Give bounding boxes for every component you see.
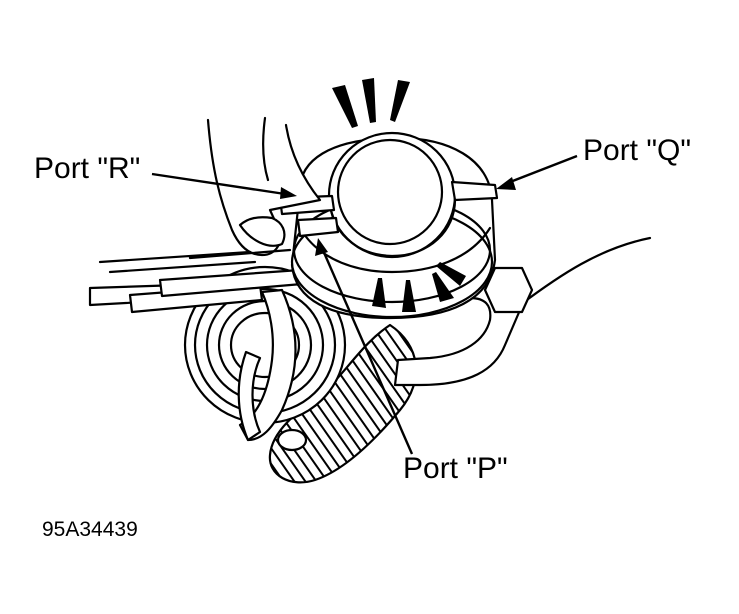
emphasis-marks-top: [332, 78, 410, 128]
label-port-r: Port "R": [34, 152, 141, 185]
leader-lines: [151, 154, 578, 455]
left-hoses: [88, 268, 304, 442]
port-p-tube: [296, 216, 340, 238]
leader-port-r: [151, 172, 286, 196]
hose-lines: [98, 248, 292, 274]
arrowhead-port-q: [496, 177, 516, 190]
label-port-q: Port "Q": [583, 134, 691, 167]
figure-id: 95A34439: [42, 518, 138, 541]
leader-port-q: [504, 154, 578, 186]
arrowhead-port-r: [280, 187, 297, 199]
valve-cap: [327, 131, 457, 259]
label-port-p: Port "P": [403, 452, 508, 485]
port-q-tube: [450, 180, 499, 202]
arrowheads: [280, 177, 516, 256]
arrowhead-port-p: [315, 238, 328, 256]
right-hose-nut: [483, 266, 534, 314]
hand: [206, 116, 322, 257]
background-outline: [518, 236, 652, 307]
emphasis-marks-body: [372, 262, 466, 312]
bracket-hole: [276, 428, 308, 452]
leader-port-p: [320, 247, 414, 455]
